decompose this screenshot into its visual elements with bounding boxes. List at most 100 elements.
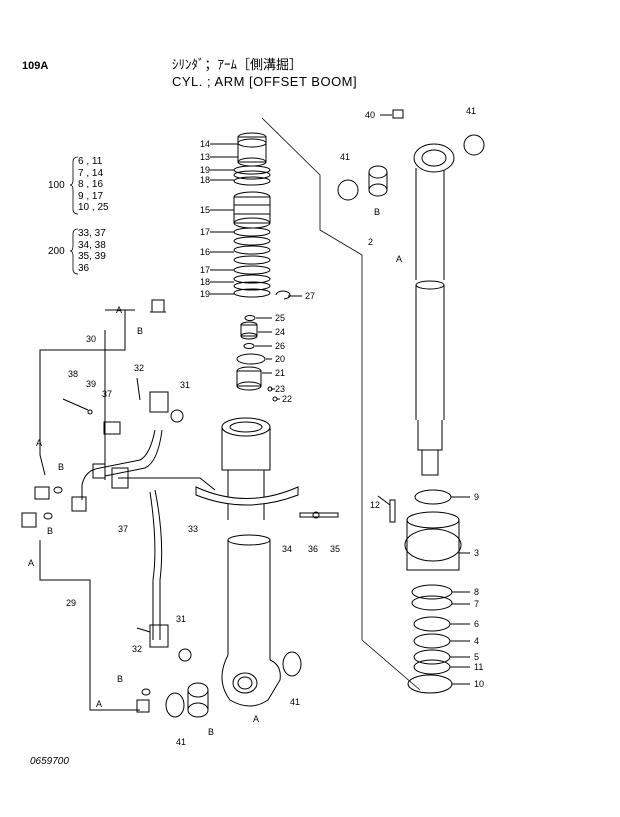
callout-40: 40 [365,110,375,120]
callout-10: 10 [474,679,484,689]
bushing-B-left [187,682,209,718]
callout-37: 37 [118,524,128,534]
clamp-37-lower [111,467,129,489]
callout-14: 14 [200,139,210,149]
elbow-fitting-30 [150,299,166,313]
group-100: 100 6 , 11 7 , 14 8 , 16 9 , 17 10 , 25 [48,156,128,216]
flange-32-lower [149,624,169,648]
oring-bottom [141,688,151,696]
title-english: CYL. ; ARM [OFFSET BOOM] [172,74,358,89]
plug-left-upper [34,486,50,500]
group-item: 36 [78,262,90,274]
callout-25: 25 [275,313,285,323]
ring-7 [411,595,453,611]
bolt-35 [299,512,339,518]
bushing-13 [237,132,267,167]
oring-left-upper [53,486,63,494]
seal-41-bottom-left [165,692,185,718]
callout-4: 4 [474,636,479,646]
ring-20 [236,353,266,365]
cushion-21 [236,366,262,391]
snap-ring-27 [275,290,291,300]
cylinder-head-3 [404,511,462,571]
callout-41: 41 [340,152,350,162]
callout-37: 37 [102,389,112,399]
callout-13: 13 [200,152,210,162]
group-item: 9 , 17 [78,190,104,202]
group-brace [70,156,79,215]
callout-8: 8 [474,587,479,597]
callout-31: 31 [180,380,190,390]
plug-left-lower [21,512,37,528]
callout-6: 6 [474,619,479,629]
ring-25 [244,315,256,321]
group-item: 10 , 25 [78,202,109,213]
seal-41-left [337,179,359,201]
callout-26: 26 [275,341,285,351]
bolt-38 [62,398,89,411]
callout-labels: 14 13 19 18 15 17 16 17 18 19 27 25 24 2… [28,106,484,747]
group-item: 8 , 16 [78,179,104,190]
callout-41: 41 [176,737,186,747]
callout-16: 16 [200,247,210,257]
callout-34: 34 [282,544,292,554]
bolt-12 [389,499,396,523]
callout-24: 24 [275,327,285,337]
group-200: 200 33, 37 34, 38 35, 39 36 [48,228,128,276]
group-items: 33, 37 34, 38 35, 39 36 [78,228,106,274]
callout-41: 41 [290,697,300,707]
callout-B: B [374,207,380,217]
callout-35: 35 [330,544,340,554]
nut-36 [312,511,320,519]
group-key: 100 [48,180,65,191]
group-item: 6 , 11 [78,156,103,167]
nut-24 [240,321,258,340]
callout-11: 11 [474,662,483,672]
oring-31-upper [170,409,184,423]
ring-11 [413,659,451,675]
callout-2: 2 [368,237,373,247]
callout-18: 18 [200,277,210,287]
callout-A: A [396,254,402,264]
seal-19-18-top [233,165,271,186]
callout-A: A [36,438,42,448]
cylinder-rod-eye [221,654,281,707]
ring-10 [407,674,453,694]
callout-B: B [58,462,64,472]
callout-22: 22 [282,394,292,404]
callout-B: B [208,727,214,737]
ring-8 [411,584,453,600]
callout-5: 5 [474,652,479,662]
callout-3: 3 [474,548,479,558]
callout-19: 19 [200,289,210,299]
callout-17: 17 [200,265,210,275]
callout-15: 15 [200,205,210,215]
group-item: 33, 37 [78,228,106,239]
piston-15 [233,191,271,229]
ring-6 [413,616,451,632]
callout-32: 32 [132,644,142,654]
callout-23: 23 [275,384,285,394]
callout-32: 32 [134,363,144,373]
callout-30: 30 [86,334,96,344]
callout-19: 19 [200,165,210,175]
fitting-center-left [92,463,106,479]
seal-41-bottom-right [282,651,302,677]
piston-rod [413,143,455,476]
cylinder-clamp [195,486,299,506]
group-items: 6 , 11 7 , 14 8 , 16 9 , 17 10 , 25 [78,156,109,214]
plug-bottom [136,699,150,713]
callout-B: B [137,326,143,336]
bolt-32-lower [136,627,151,633]
seal-4 [413,633,451,649]
hose-lines [39,309,216,711]
bolt-32-upper [136,377,141,401]
callout-27: 27 [305,291,315,301]
seal-41-top [463,134,485,156]
callout-A: A [96,699,102,709]
bushing-B-right [368,165,388,197]
callout-A: A [116,305,122,315]
cylinder-tube [221,417,271,660]
oring-31-lower [178,648,192,662]
